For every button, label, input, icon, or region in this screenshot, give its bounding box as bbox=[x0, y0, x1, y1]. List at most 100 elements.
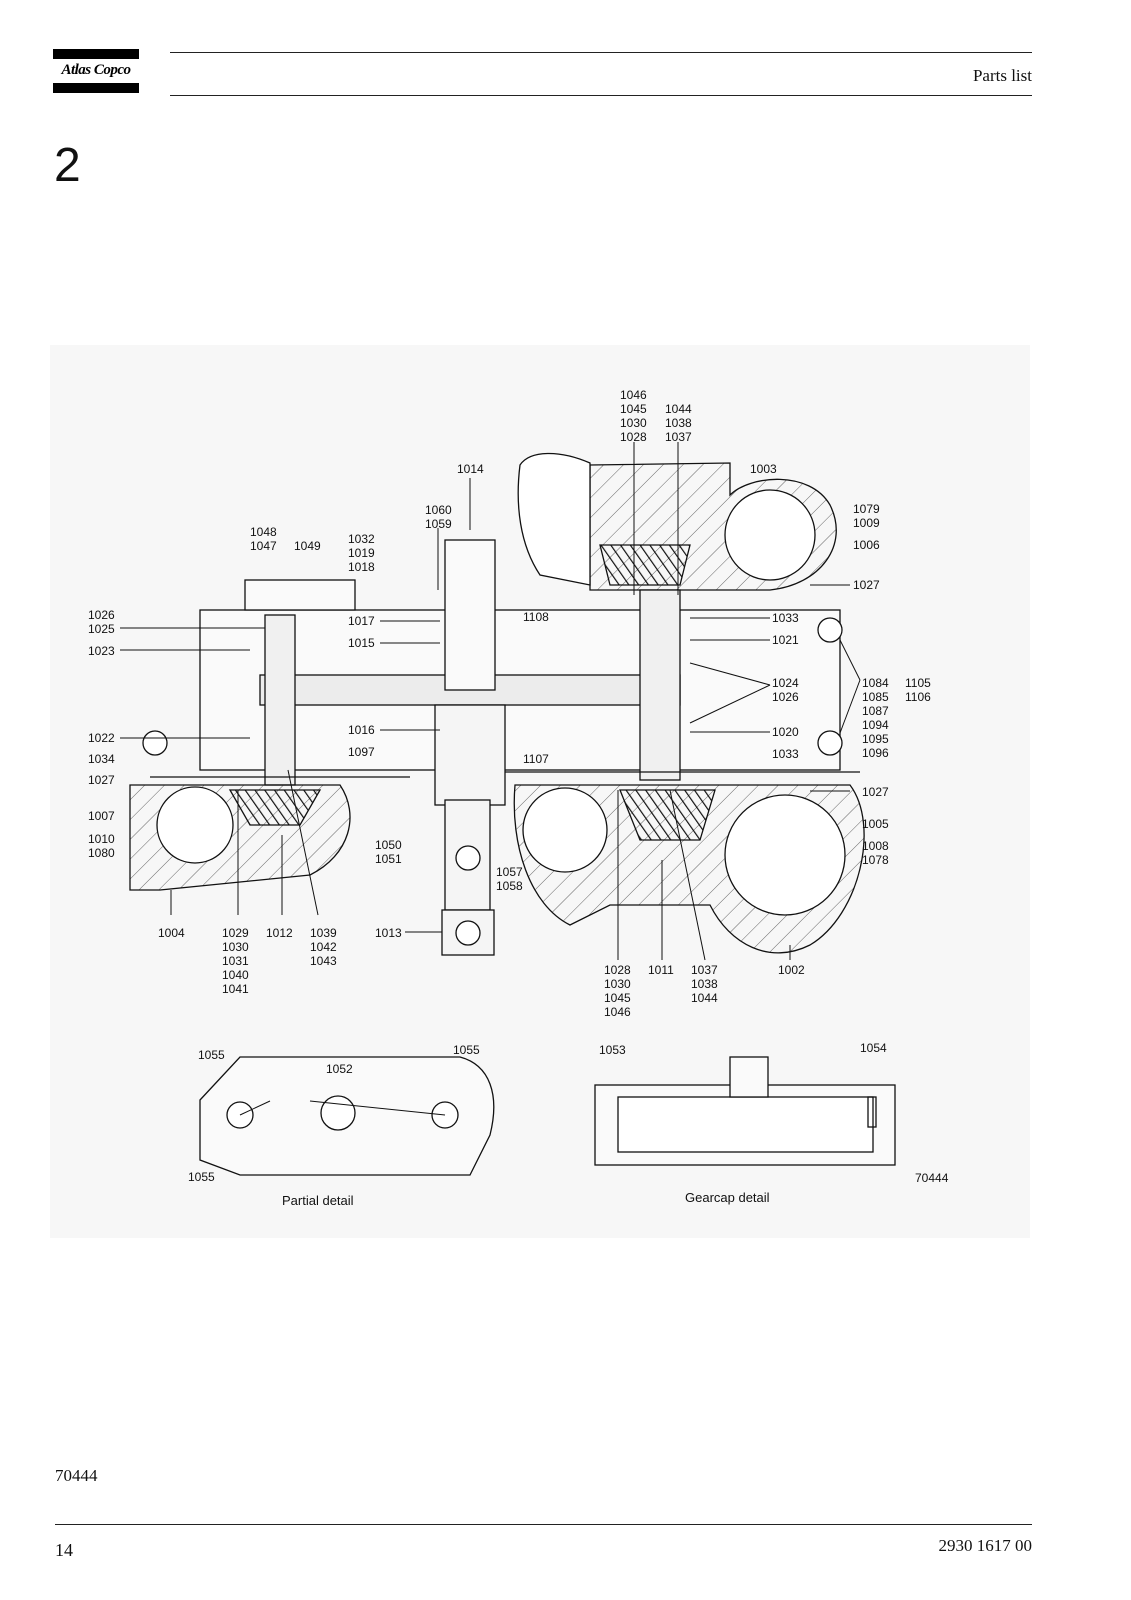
figure-number: 70444 bbox=[55, 1466, 98, 1485]
part-label: 1027 bbox=[853, 578, 880, 592]
part-label: 1025 bbox=[88, 622, 115, 636]
gearcap-detail-caption: Gearcap detail bbox=[685, 1190, 770, 1205]
part-label: 1044 bbox=[665, 402, 692, 416]
part-label: 1038 bbox=[691, 977, 718, 991]
part-label: 1018 bbox=[348, 560, 375, 574]
part-label: 1021 bbox=[772, 633, 799, 647]
part-label: 1004 bbox=[158, 926, 185, 940]
part-label: 1050 bbox=[375, 838, 402, 852]
part-label: 1002 bbox=[778, 963, 805, 977]
part-label: 1079 bbox=[853, 502, 880, 516]
part-label: 1045 bbox=[620, 402, 647, 416]
logo-bar-bottom bbox=[53, 83, 139, 93]
part-label: 1105 bbox=[905, 676, 931, 690]
part-label: 1048 bbox=[250, 525, 277, 539]
part-labels: 1046 1045 1030 1028 1044 1038 1037 1014 … bbox=[88, 388, 949, 1208]
partial-detail-caption: Partial detail bbox=[282, 1193, 354, 1208]
part-label: 1003 bbox=[750, 462, 777, 476]
part-label: 1019 bbox=[348, 546, 375, 560]
part-label: 1013 bbox=[375, 926, 402, 940]
part-label: 1040 bbox=[222, 968, 249, 982]
part-label: 1107 bbox=[523, 752, 549, 766]
part-label: 1049 bbox=[294, 539, 321, 553]
part-label: 1055 bbox=[188, 1170, 215, 1184]
page-number: 14 bbox=[55, 1540, 73, 1560]
part-label: 1084 bbox=[862, 676, 889, 690]
part-label: 1009 bbox=[853, 516, 880, 530]
part-label: 1022 bbox=[88, 731, 115, 745]
part-label: 1059 bbox=[425, 517, 452, 531]
part-label: 1026 bbox=[88, 608, 115, 622]
part-label: 1097 bbox=[348, 745, 375, 759]
part-label: 1043 bbox=[310, 954, 337, 968]
part-label: 1024 bbox=[772, 676, 799, 690]
part-label: 1106 bbox=[905, 690, 931, 704]
part-label: 1016 bbox=[348, 723, 375, 737]
part-label: 1033 bbox=[772, 611, 799, 625]
part-label: 1037 bbox=[665, 430, 692, 444]
exploded-parts-drawing: 1046 1045 1030 1028 1044 1038 1037 1014 … bbox=[50, 345, 1030, 1238]
part-label: 1047 bbox=[250, 539, 277, 553]
part-label: 1096 bbox=[862, 746, 889, 760]
part-label: 1006 bbox=[853, 538, 880, 552]
part-label: 1037 bbox=[691, 963, 718, 977]
logo-bar-top bbox=[53, 49, 139, 59]
leader-lines bbox=[120, 442, 861, 1116]
part-label: 1044 bbox=[691, 991, 718, 1005]
part-label: 1017 bbox=[348, 614, 375, 628]
part-label: 1108 bbox=[523, 610, 549, 624]
part-label: 1014 bbox=[457, 462, 484, 476]
part-label: 1005 bbox=[862, 817, 889, 831]
part-label: 1034 bbox=[88, 752, 115, 766]
document-number: 2930 1617 00 bbox=[938, 1536, 1033, 1555]
part-label: 1011 bbox=[648, 963, 674, 977]
figure-id-label: 70444 bbox=[915, 1171, 949, 1185]
part-label: 1046 bbox=[620, 388, 647, 402]
part-label: 1027 bbox=[88, 773, 115, 787]
part-label: 1012 bbox=[266, 926, 293, 940]
part-label: 1008 bbox=[862, 839, 889, 853]
part-label: 1052 bbox=[326, 1062, 353, 1076]
header-title: Parts list bbox=[972, 66, 1032, 85]
part-label: 1039 bbox=[310, 926, 337, 940]
part-label: 1045 bbox=[604, 991, 631, 1005]
part-label: 1033 bbox=[772, 747, 799, 761]
part-label: 1032 bbox=[348, 532, 375, 546]
part-label: 1094 bbox=[862, 718, 889, 732]
partial-detail-sketch bbox=[199, 1056, 495, 1176]
part-label: 1078 bbox=[862, 853, 889, 867]
part-label: 1055 bbox=[453, 1043, 480, 1057]
part-label: 1085 bbox=[862, 690, 889, 704]
gearbox-outline bbox=[129, 452, 865, 956]
part-label: 1026 bbox=[772, 690, 799, 704]
part-label: 1080 bbox=[88, 846, 115, 860]
part-label: 1038 bbox=[665, 416, 692, 430]
part-label: 1055 bbox=[198, 1048, 225, 1062]
part-label: 1029 bbox=[222, 926, 249, 940]
part-label: 1058 bbox=[496, 879, 523, 893]
part-label: 1020 bbox=[772, 725, 799, 739]
part-label: 1027 bbox=[862, 785, 889, 799]
part-label: 1010 bbox=[88, 832, 115, 846]
part-label: 1095 bbox=[862, 732, 889, 746]
part-label: 1030 bbox=[222, 940, 249, 954]
atlas-copco-logo: Atlas Copco bbox=[61, 62, 131, 78]
part-label: 1046 bbox=[604, 1005, 631, 1019]
part-label: 1028 bbox=[604, 963, 631, 977]
gearcap-detail-sketch bbox=[594, 1056, 896, 1166]
part-label: 1030 bbox=[604, 977, 631, 991]
part-label: 1015 bbox=[348, 636, 375, 650]
header-rule-bottom bbox=[170, 95, 1032, 96]
part-label: 1054 bbox=[860, 1041, 887, 1055]
part-label: 1023 bbox=[88, 644, 115, 658]
part-label: 1028 bbox=[620, 430, 647, 444]
footer-rule bbox=[55, 1524, 1032, 1525]
part-label: 1041 bbox=[222, 982, 249, 996]
part-label: 1053 bbox=[599, 1043, 626, 1057]
part-label: 1007 bbox=[88, 809, 115, 823]
part-label: 1030 bbox=[620, 416, 647, 430]
chapter-number: 2 bbox=[54, 139, 81, 192]
part-label: 1060 bbox=[425, 503, 452, 517]
part-label: 1051 bbox=[375, 852, 402, 866]
part-label: 1031 bbox=[222, 954, 249, 968]
